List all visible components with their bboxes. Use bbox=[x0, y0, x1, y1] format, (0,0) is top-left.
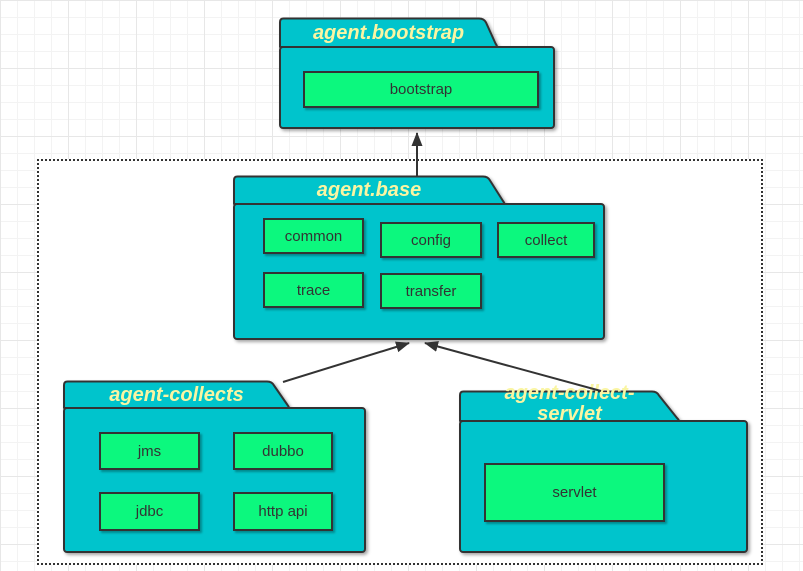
module-http-api[interactable]: http api bbox=[233, 492, 333, 531]
module-servlet[interactable]: servlet bbox=[484, 463, 665, 522]
module-jms[interactable]: jms bbox=[99, 432, 200, 470]
folder-tab-shape bbox=[233, 175, 506, 205]
module-bootstrap[interactable]: bootstrap bbox=[303, 71, 539, 108]
module-jdbc[interactable]: jdbc bbox=[99, 492, 200, 531]
folder-tab-shape bbox=[459, 390, 680, 422]
module-collect[interactable]: collect bbox=[497, 222, 595, 258]
module-transfer[interactable]: transfer bbox=[380, 273, 482, 309]
module-dubbo[interactable]: dubbo bbox=[233, 432, 333, 470]
folder-tab-shape bbox=[63, 380, 290, 409]
module-trace[interactable]: trace bbox=[263, 272, 364, 308]
folder-tab-shape bbox=[279, 17, 498, 48]
module-common[interactable]: common bbox=[263, 218, 364, 254]
module-config[interactable]: config bbox=[380, 222, 482, 258]
